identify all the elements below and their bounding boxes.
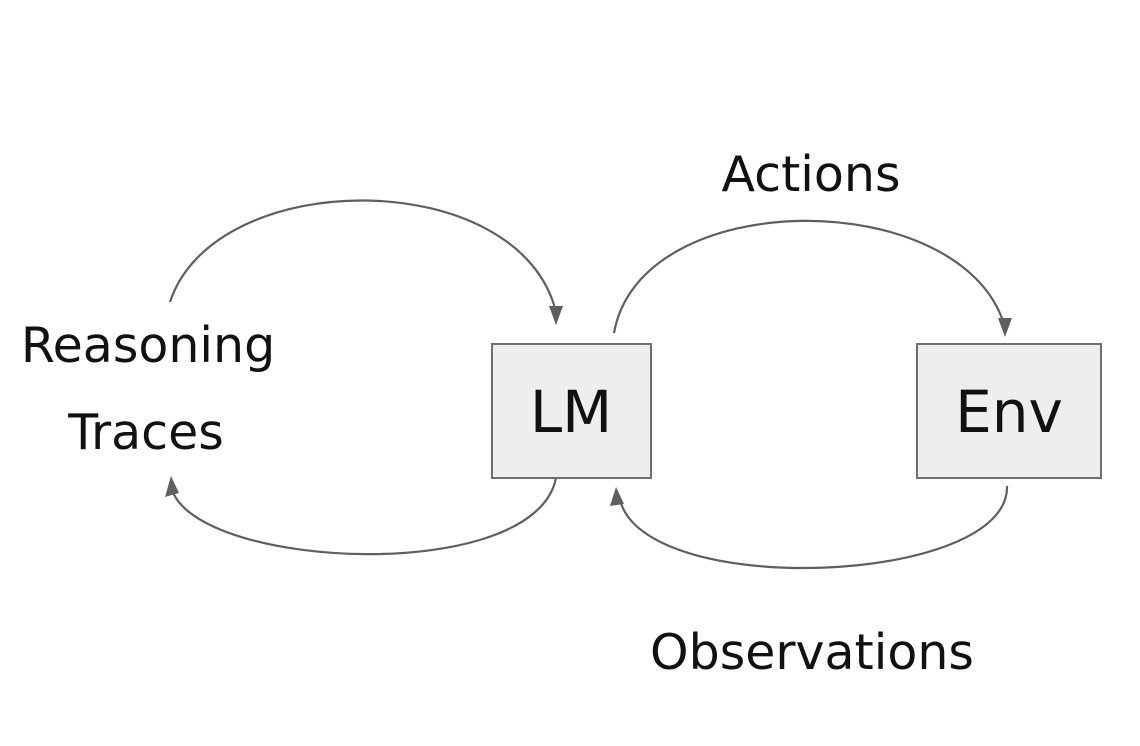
env-node: Env [916,343,1102,479]
reasoning-arc-bottom [170,477,558,556]
reasoning-arrowhead-top [549,306,563,325]
env-box [916,343,1102,479]
actions-arrow [612,219,1012,337]
actions-label: Actions [722,146,901,203]
reasoning-arrowhead-bottom [165,476,179,497]
reasoning-arc-top [168,199,558,313]
reasoning-label-line1: Reasoning [21,317,275,374]
lm-node: LM [491,343,652,479]
env-label: Env [955,378,1063,446]
actions-arrowhead [998,318,1012,337]
observations-arrowhead [610,487,624,506]
observations-arrow [610,485,1009,570]
reasoning-arrow-top [168,199,563,325]
reasoning-arrow-bottom [165,476,558,556]
lm-label: LM [530,378,612,446]
observations-arc [618,485,1009,570]
actions-arc [612,219,1006,334]
observations-label: Observations [650,624,974,681]
lm-box [491,343,652,479]
reasoning-label-line2: Traces [67,404,224,461]
